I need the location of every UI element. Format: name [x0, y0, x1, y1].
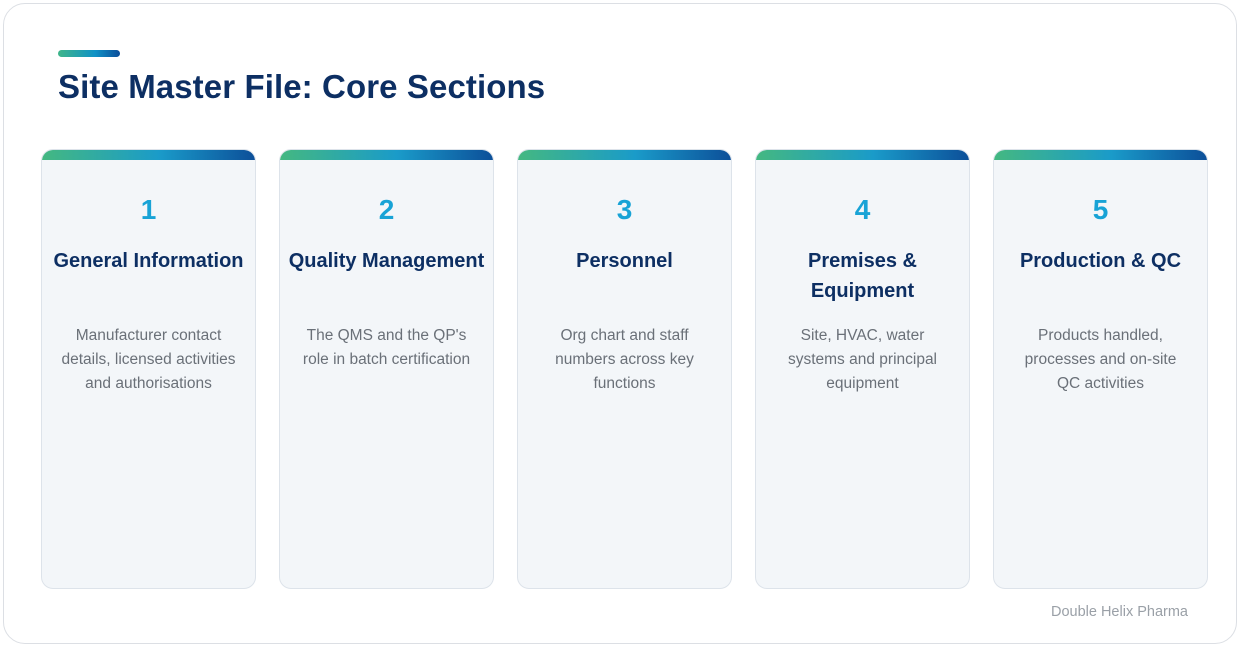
card-top-bar: [756, 150, 969, 160]
card-title: Production & QC: [1019, 250, 1182, 272]
title-accent-bar: [58, 50, 120, 57]
card-number: 5: [1092, 194, 1109, 225]
card-top-bar: [280, 150, 493, 160]
card-top-bar: [42, 150, 255, 160]
card-description: Manufacturer contact details, licensed a…: [61, 327, 236, 392]
card-description: Site, HVAC, water systems and principal …: [787, 327, 938, 392]
card-description: Products handled, processes and on-site …: [1024, 327, 1177, 392]
page-title: Site Master File: Core Sections: [58, 68, 546, 105]
card-number: 2: [378, 194, 395, 225]
card-title: General Information: [53, 250, 244, 272]
section-card-quality-management: 2 Quality Management The QMS and the QP'…: [279, 149, 494, 589]
section-card-personnel: 3 Personnel Org chart and staff numbers …: [517, 149, 732, 589]
card-top-bar: [994, 150, 1207, 160]
section-card-general-information: 1 General Information Manufacturer conta…: [41, 149, 256, 589]
card-number: 1: [140, 194, 157, 225]
card-title: Premises & Equipment: [808, 250, 917, 302]
card-description: The QMS and the QP's role in batch certi…: [302, 327, 471, 368]
card-description: Org chart and staff numbers across key f…: [555, 327, 694, 392]
card-number: 4: [854, 194, 871, 225]
section-card-production-qc: 5 Production & QC Products handled, proc…: [993, 149, 1208, 589]
card-title: Personnel: [576, 250, 673, 272]
card-top-bar: [518, 150, 731, 160]
footer-brand: Double Helix Pharma: [1050, 604, 1188, 620]
card-number: 3: [616, 194, 633, 225]
section-card-premises-equipment: 4 Premises & Equipment Site, HVAC, water…: [755, 149, 970, 589]
slide-frame: Site Master File: Core Sections 1 Genera…: [3, 3, 1237, 644]
card-title: Quality Management: [288, 250, 485, 272]
